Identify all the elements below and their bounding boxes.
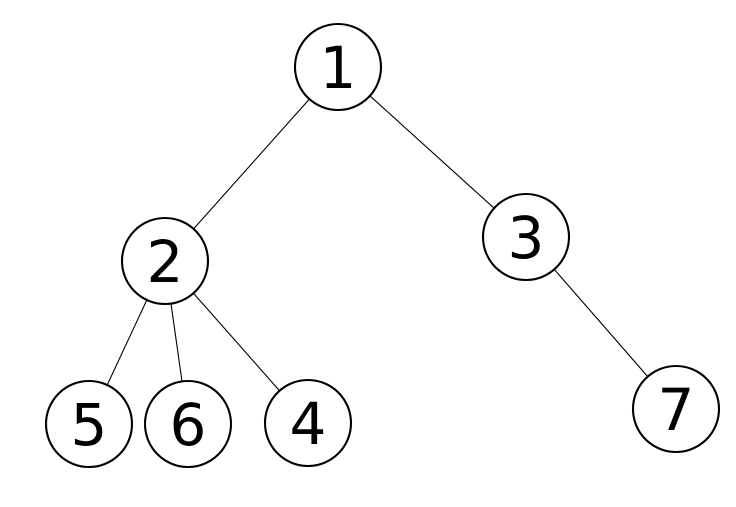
tree-node-1[interactable]: 1	[293, 22, 383, 112]
node-label-1: 1	[320, 34, 357, 102]
tree-node-4[interactable]: 4	[263, 378, 353, 468]
node-label-7: 7	[658, 376, 695, 444]
edge-1-3	[369, 95, 495, 209]
tree-node-5[interactable]: 5	[44, 379, 134, 469]
node-label-6: 6	[170, 391, 207, 459]
node-circle-1[interactable]	[293, 22, 383, 112]
tree-node-7[interactable]: 7	[631, 364, 721, 454]
edge-2-4	[193, 292, 280, 392]
edge-2-5	[106, 299, 148, 386]
node-circle-6[interactable]	[143, 379, 233, 469]
node-label-3: 3	[508, 204, 545, 272]
tree-node-6[interactable]: 6	[143, 379, 233, 469]
node-circle-5[interactable]	[44, 379, 134, 469]
node-circle-7[interactable]	[631, 364, 721, 454]
tree-node-2[interactable]: 2	[120, 216, 210, 306]
node-layer: 1 2 3 5 6 4 7	[44, 22, 721, 469]
tree-node-3[interactable]: 3	[481, 192, 571, 282]
node-circle-4[interactable]	[263, 378, 353, 468]
node-label-2: 2	[147, 228, 184, 296]
edge-layer	[106, 95, 649, 392]
node-label-5: 5	[71, 391, 108, 459]
node-label-4: 4	[290, 390, 327, 458]
node-circle-2[interactable]	[120, 216, 210, 306]
edge-1-2	[193, 98, 310, 230]
edge-3-7	[553, 269, 649, 377]
edge-2-6	[170, 303, 183, 382]
node-circle-3[interactable]	[481, 192, 571, 282]
